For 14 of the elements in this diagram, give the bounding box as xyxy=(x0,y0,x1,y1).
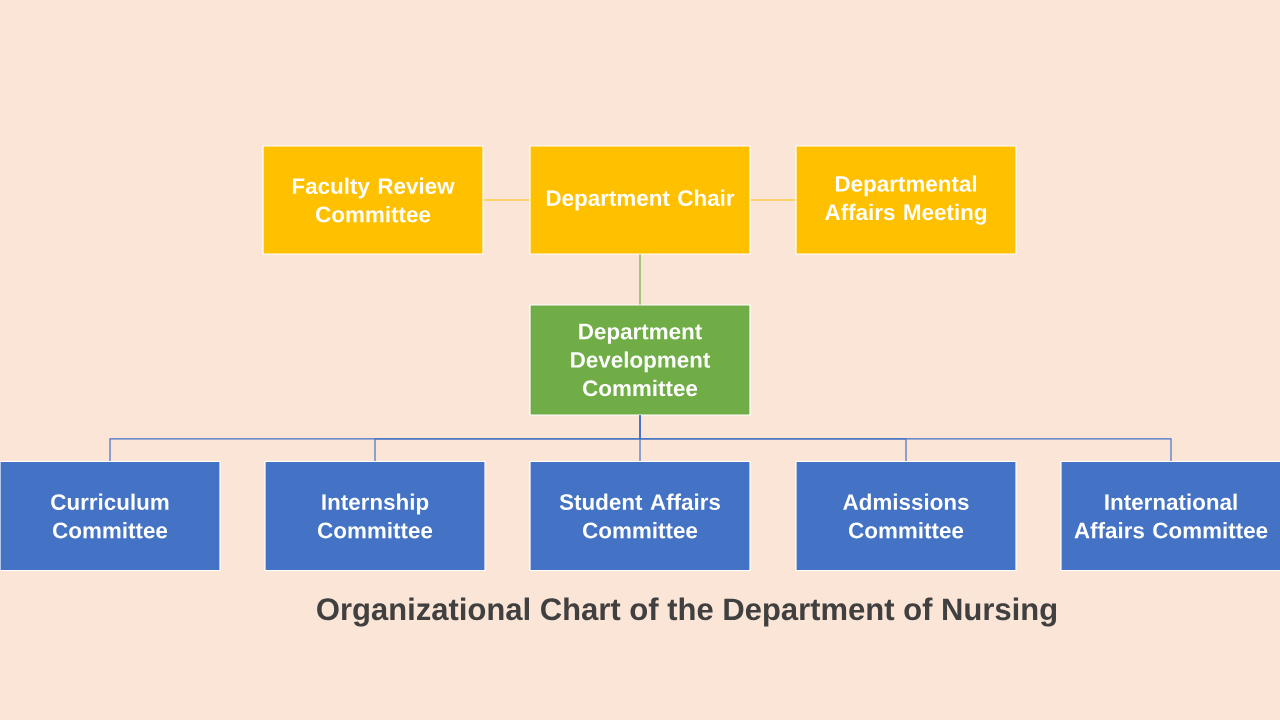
connector-line xyxy=(483,199,530,201)
connector-line xyxy=(639,254,641,305)
org-chart-box: Department Chair xyxy=(529,145,751,255)
org-chart-box: Department Development Committee xyxy=(529,304,751,416)
caption: Organizational Chart of the Department of Nursing xyxy=(317,597,1057,627)
org-chart-box: International Affairs Committee xyxy=(1060,460,1280,572)
org-chart-box: Admissions Committee xyxy=(795,460,1017,572)
org-chart-box: Departmental Affairs Meeting xyxy=(795,145,1017,255)
org-chart-box: Curriculum Committee xyxy=(0,460,221,572)
org-chart-box: Faculty Review Committee xyxy=(262,145,484,255)
connector-line xyxy=(750,199,796,201)
org-chart-box: Internship Committee xyxy=(264,460,486,572)
org-chart-box: Student Affairs Committee xyxy=(529,460,751,572)
connector-line xyxy=(639,415,1172,462)
